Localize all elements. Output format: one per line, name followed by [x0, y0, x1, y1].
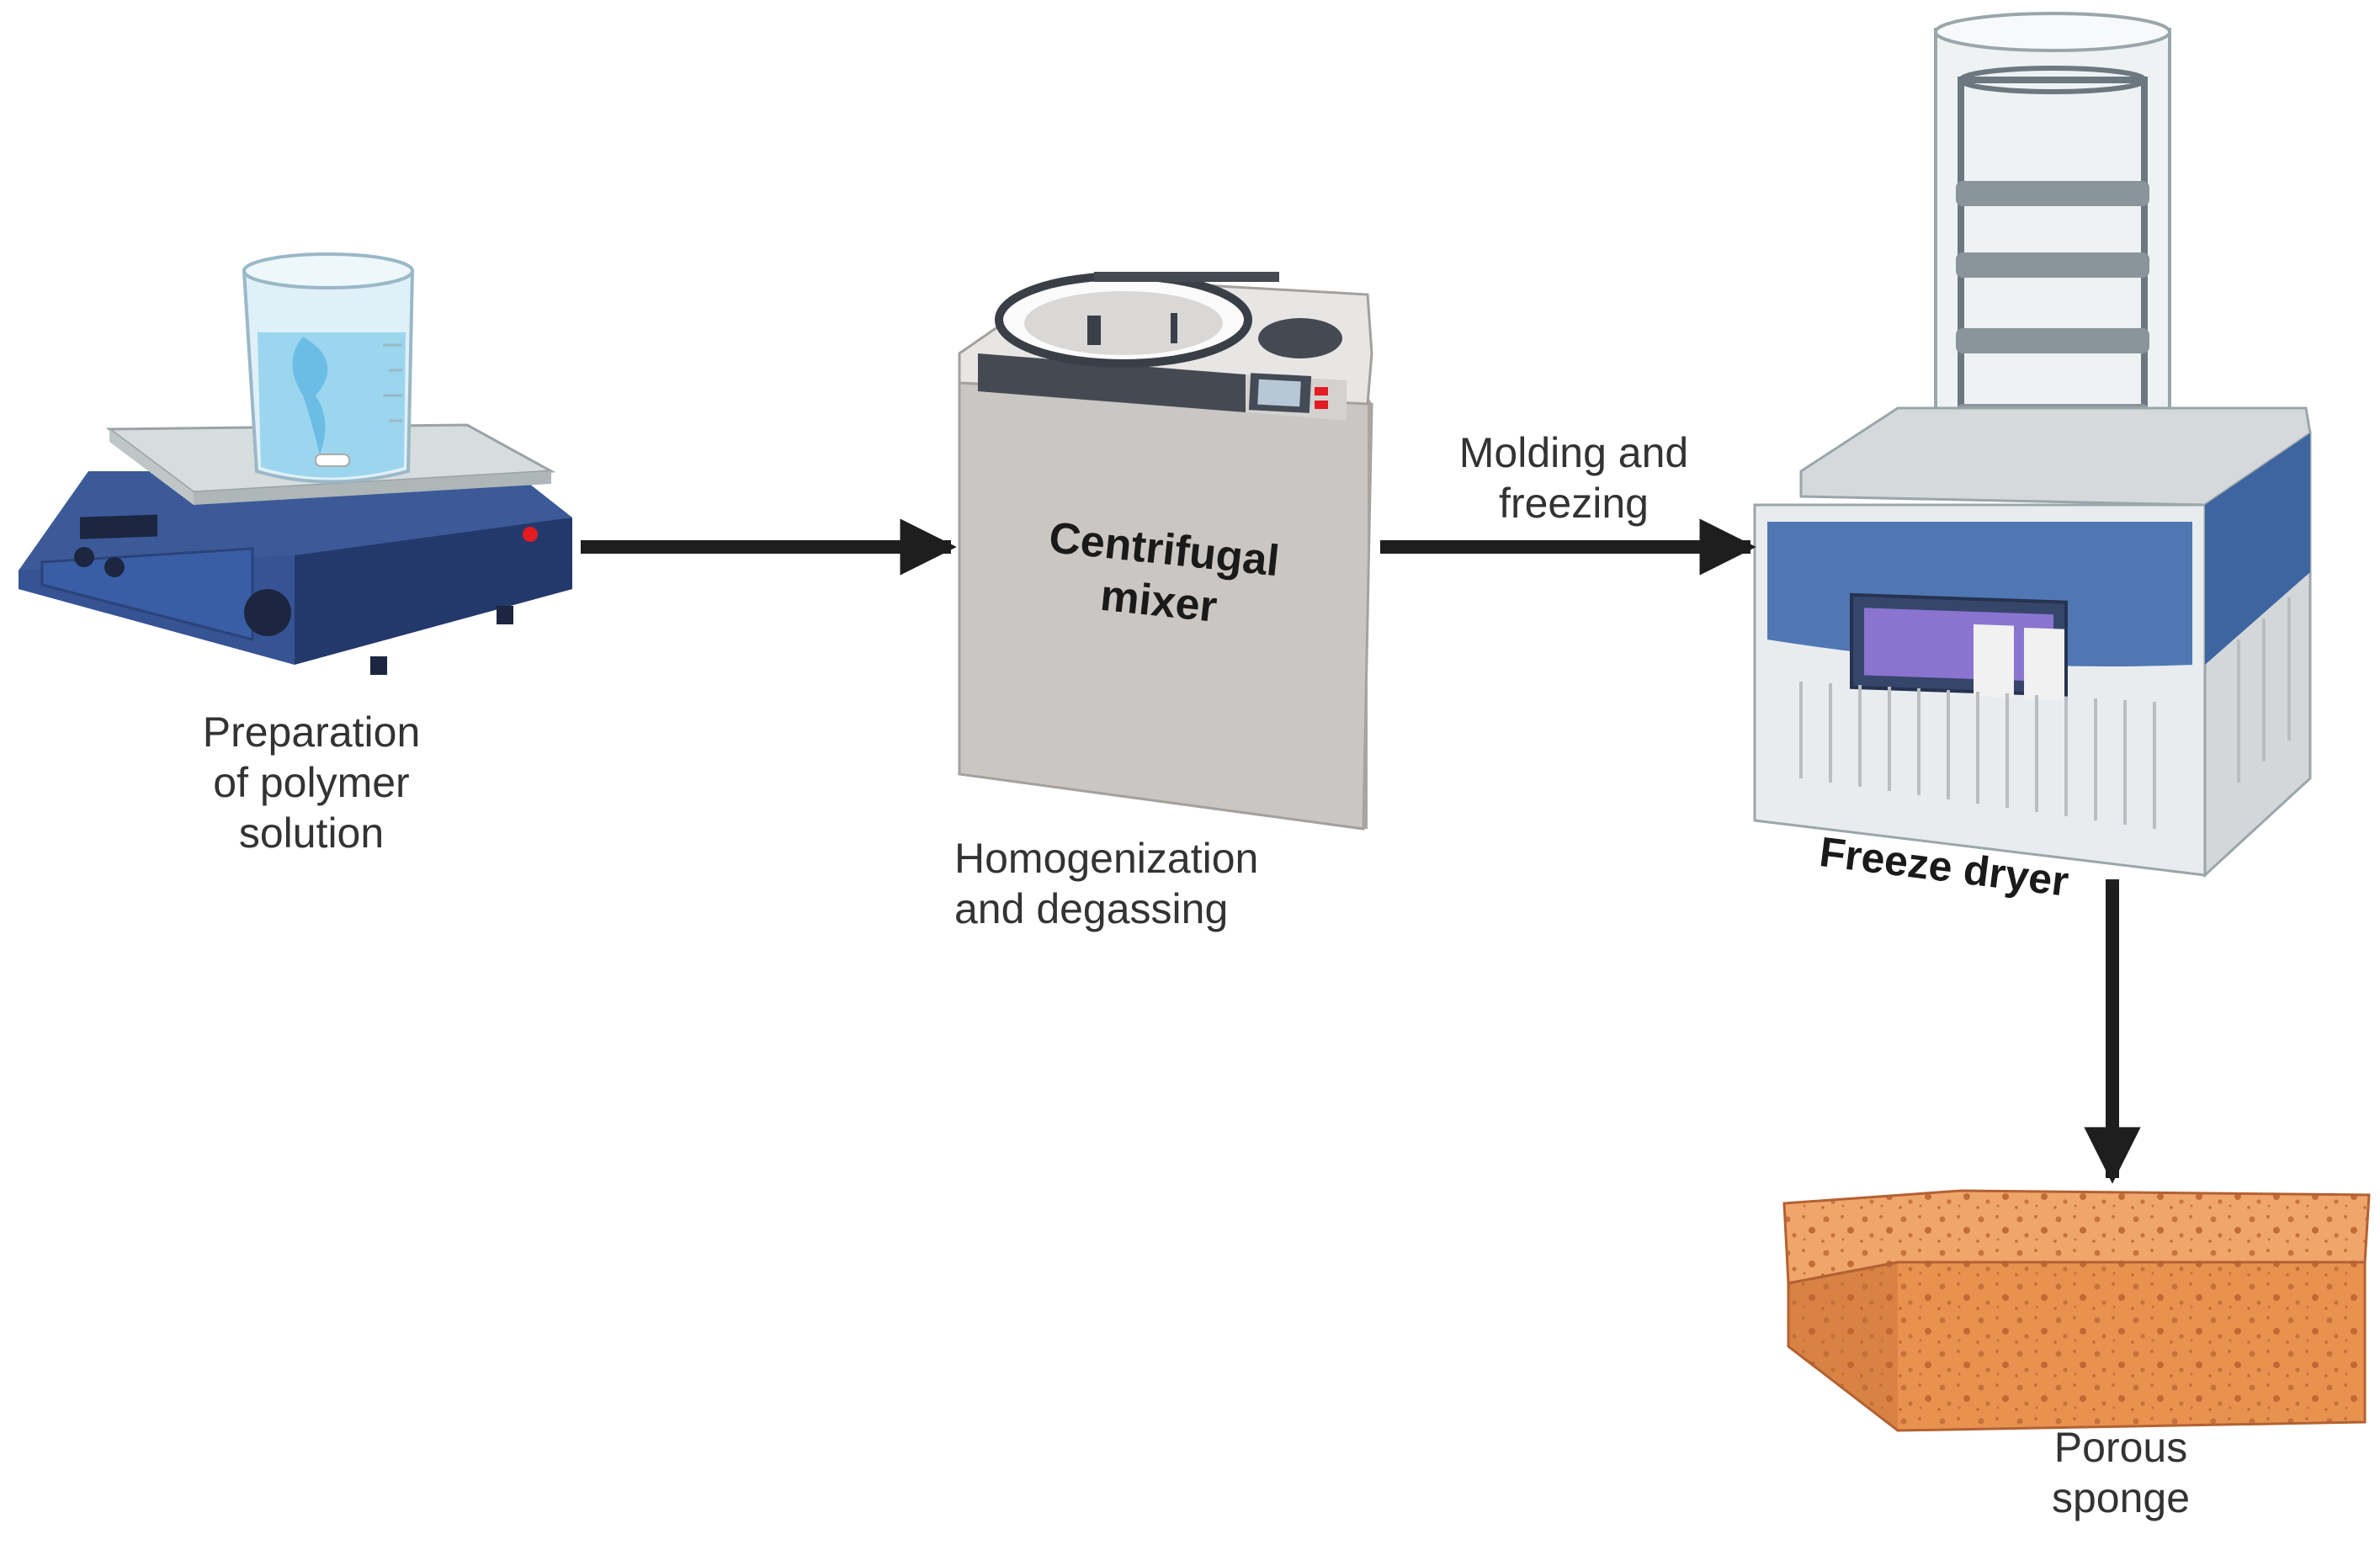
porous-sponge-icon	[1782, 1189, 2371, 1432]
magnetic-stirrer-hotplate-icon	[19, 252, 572, 675]
step-label-porous-sponge: Porous sponge	[2051, 1424, 2191, 1521]
freeze-dryer-icon	[1753, 12, 2312, 879]
arrow-label-molding: Molding and freezing	[1458, 429, 1689, 527]
centrifugal-mixer-icon	[958, 272, 1373, 831]
step-label-preparation: Preparation of polymer solution	[202, 709, 421, 857]
step-label-homogenization: Homogenization and degassing	[954, 835, 1259, 932]
